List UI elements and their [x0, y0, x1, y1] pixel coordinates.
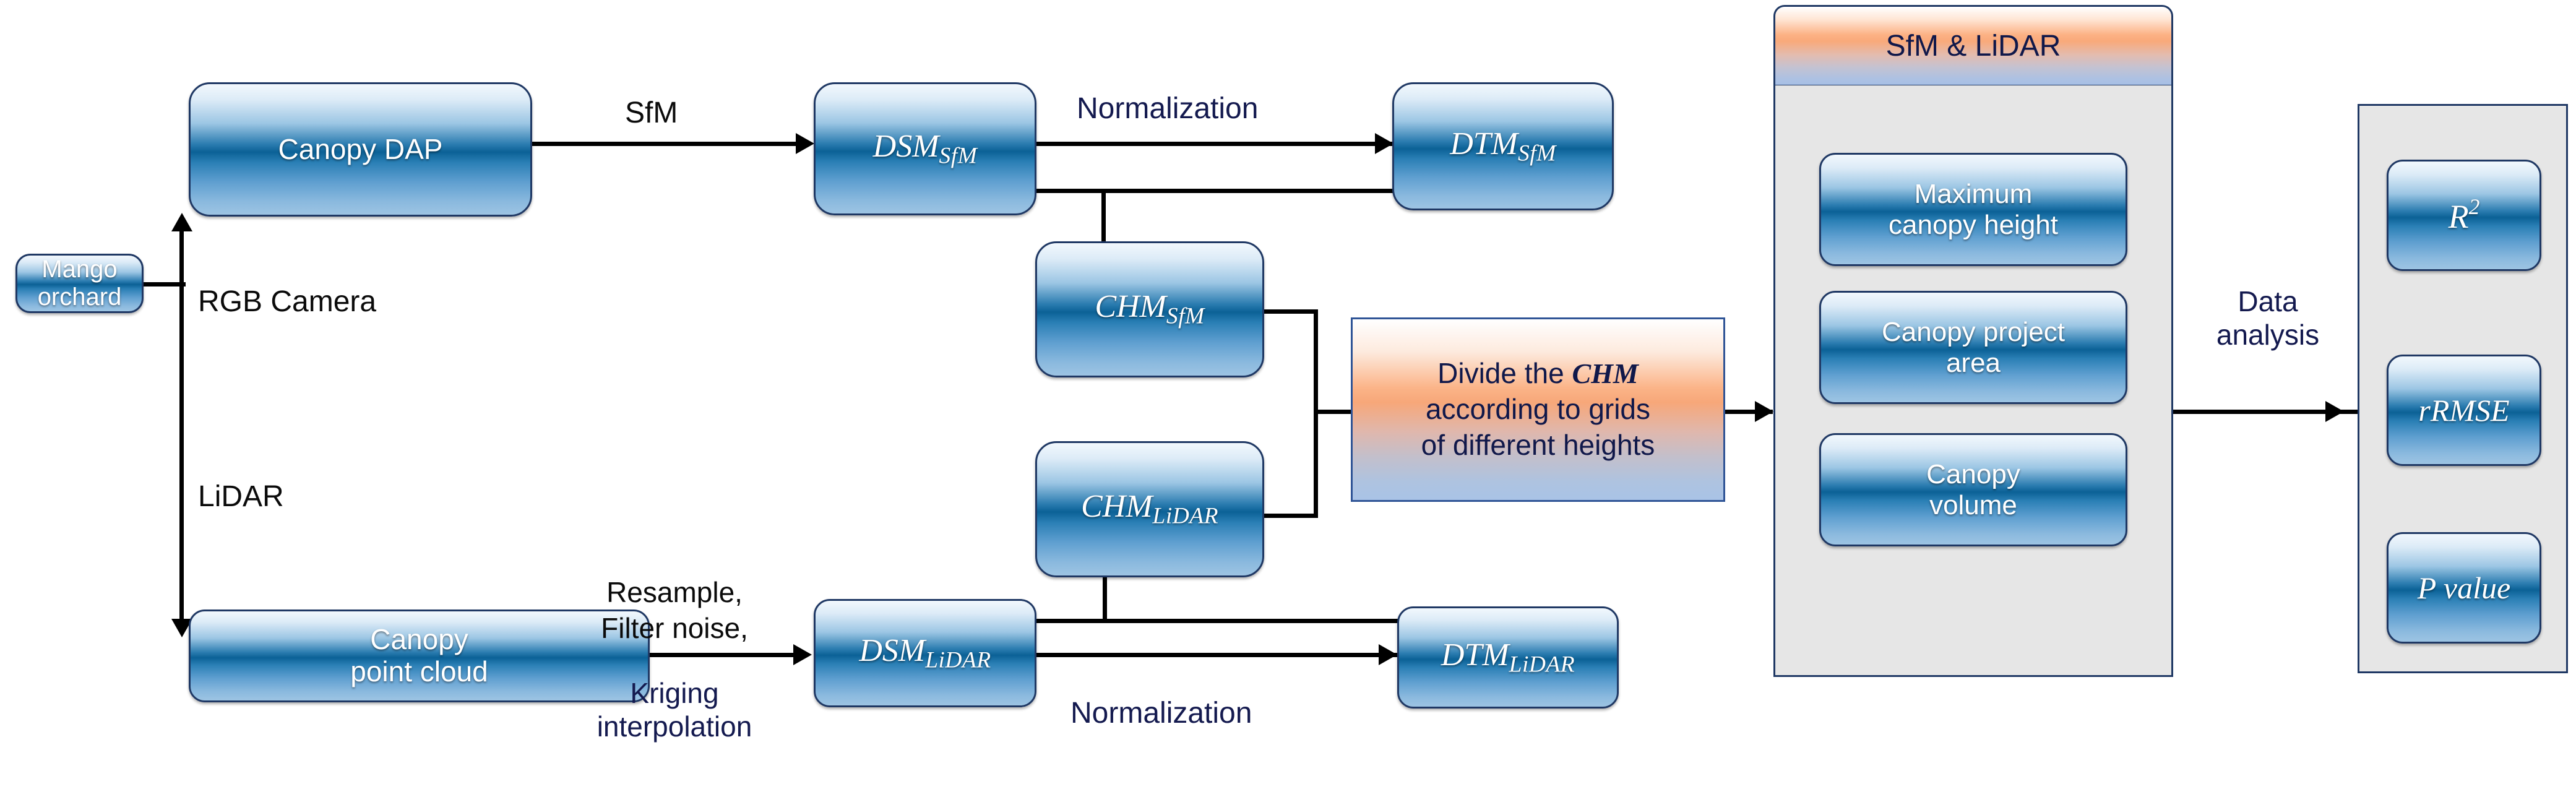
edge-label-kriging-interpolation: Kriging interpolation: [597, 677, 752, 743]
connector-rail-up-to-chmlidar: [1103, 575, 1107, 621]
metrics-panel-header: SfM & LiDAR: [1773, 5, 2173, 87]
arrow-right-to-dsmlidar: [793, 644, 812, 665]
connector-metrics-to-stats: [2172, 410, 2358, 414]
connector-orchard-to-trunk: [141, 282, 186, 286]
arrow-right-to-metrics: [1755, 401, 1773, 422]
metrics-item-2-label: Canopy volume: [1926, 459, 2020, 520]
stats-item-0-base: R: [2448, 198, 2469, 236]
process-box-line2: according to grids: [1425, 393, 1651, 426]
edge-label-normalization-top: Normalization: [1077, 92, 1259, 125]
node-dtm-lidar[interactable]: DTMLiDAR: [1397, 606, 1619, 709]
process-box-line1-prefix: Divide the: [1437, 357, 1572, 390]
stats-item-1-base: rRMSE: [2418, 393, 2510, 428]
node-dsm-sfm-sub: SfM: [939, 143, 978, 169]
metrics-item-canopy-volume[interactable]: Canopy volume: [1819, 433, 2127, 546]
metrics-item-canopy-project-area[interactable]: Canopy project area: [1819, 291, 2127, 404]
node-dtm-sfm-sub: SfM: [1518, 140, 1556, 166]
connector-dsmlidar-to-dtmlidar: [1035, 653, 1400, 657]
arrow-right-to-dsmsfm: [796, 133, 814, 154]
node-chm-sfm[interactable]: CHMSfM: [1035, 241, 1264, 377]
edge-label-data-analysis: Data analysis: [2216, 285, 2320, 351]
edge-label-lidar: LiDAR: [198, 480, 284, 513]
stats-item-p-value[interactable]: P value: [2387, 532, 2541, 644]
arrow-up-to-canopy-dap: [171, 213, 192, 231]
edge-label-normalization-bottom: Normalization: [1070, 697, 1252, 730]
node-dtm-sfm-base: DTM: [1450, 126, 1518, 162]
connector-pointcloud-to-dsmlidar: [650, 653, 804, 657]
node-dsm-lidar-sub: LiDAR: [925, 647, 991, 673]
arrow-right-to-dtmlidar: [1379, 644, 1397, 665]
stats-item-2-base: P value: [2417, 571, 2511, 605]
edge-label-filter-noise: Filter noise,: [601, 612, 748, 644]
node-canopy-dap-label: Canopy DAP: [278, 132, 443, 165]
node-chm-sfm-base: CHM: [1095, 289, 1166, 325]
node-mango-orchard-label: Mango orchard: [37, 256, 122, 311]
node-dsm-lidar-base: DSM: [859, 632, 926, 668]
node-canopy-point-cloud[interactable]: Canopy point cloud: [189, 610, 650, 702]
node-chm-sfm-sub: SfM: [1166, 303, 1205, 329]
edge-label-resample: Resample,: [606, 576, 743, 608]
node-chm-lidar-sub: LiDAR: [1152, 503, 1218, 529]
node-chm-lidar-base: CHM: [1080, 489, 1153, 525]
connector-dsmlidar-rail: [1035, 619, 1401, 623]
node-dsm-sfm[interactable]: DSMSfM: [814, 82, 1036, 215]
arrow-right-to-stats: [2325, 401, 2344, 422]
node-dtm-sfm[interactable]: DTMSfM: [1392, 82, 1614, 210]
process-box-chm-token: CHM: [1572, 358, 1639, 390]
metrics-item-maximum-canopy-height[interactable]: Maximum canopy height: [1819, 153, 2127, 266]
node-dsm-sfm-base: DSM: [872, 128, 939, 164]
node-chm-lidar[interactable]: CHMLiDAR: [1035, 441, 1264, 577]
node-dtm-lidar-base: DTM: [1441, 637, 1509, 673]
connector-chmlidar-out: [1262, 514, 1318, 518]
process-box-line3: of different heights: [1421, 428, 1655, 461]
stats-item-0-sup: 2: [2468, 194, 2480, 220]
connector-vertical-trunk: [179, 229, 184, 625]
arrow-right-to-dtmsfm: [1375, 133, 1394, 154]
edge-label-rgb-camera: RGB Camera: [198, 285, 377, 318]
connector-dap-to-dsmsfm: [531, 142, 798, 146]
metrics-item-0-label: Maximum canopy height: [1889, 179, 2058, 240]
connector-chmsfm-out: [1262, 309, 1318, 314]
connector-orangebox-to-metrics: [1723, 410, 1773, 414]
connector-merge-to-orangebox: [1314, 410, 1351, 414]
connector-dsmsfm-rail: [1035, 189, 1394, 193]
process-box-divide-chm[interactable]: Divide the CHM according to grids of dif…: [1351, 317, 1725, 502]
connector-dsmsfm-to-dtmsfm: [1035, 142, 1392, 146]
stats-item-r-squared[interactable]: R2: [2387, 160, 2541, 271]
edge-label-sfm: SfM: [625, 97, 678, 129]
node-dtm-lidar-sub: LiDAR: [1509, 652, 1575, 678]
node-dsm-lidar[interactable]: DSMLiDAR: [814, 599, 1036, 707]
node-canopy-point-cloud-label: Canopy point cloud: [350, 623, 488, 687]
metrics-panel-header-label: SfM & LiDAR: [1885, 29, 2061, 62]
connector-rail-down-to-chmsfm: [1101, 189, 1106, 251]
node-canopy-dap[interactable]: Canopy DAP: [189, 82, 532, 217]
metrics-item-1-label: Canopy project area: [1882, 317, 2065, 378]
stats-item-rrmse[interactable]: rRMSE: [2387, 355, 2541, 466]
node-mango-orchard[interactable]: Mango orchard: [15, 254, 144, 313]
